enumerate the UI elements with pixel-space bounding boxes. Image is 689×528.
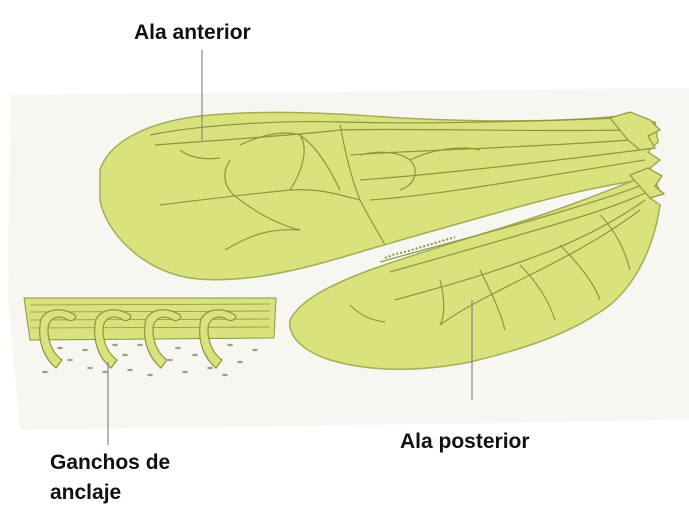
label-hindwing: Ala posterior bbox=[400, 429, 530, 455]
label-anchor-hooks-line2: anclaje bbox=[50, 478, 170, 508]
label-anchor-hooks: Ganchos de anclaje bbox=[50, 448, 170, 508]
label-anchor-hooks-line1: Ganchos de bbox=[50, 448, 170, 478]
label-forewing: Ala anterior bbox=[134, 20, 251, 46]
